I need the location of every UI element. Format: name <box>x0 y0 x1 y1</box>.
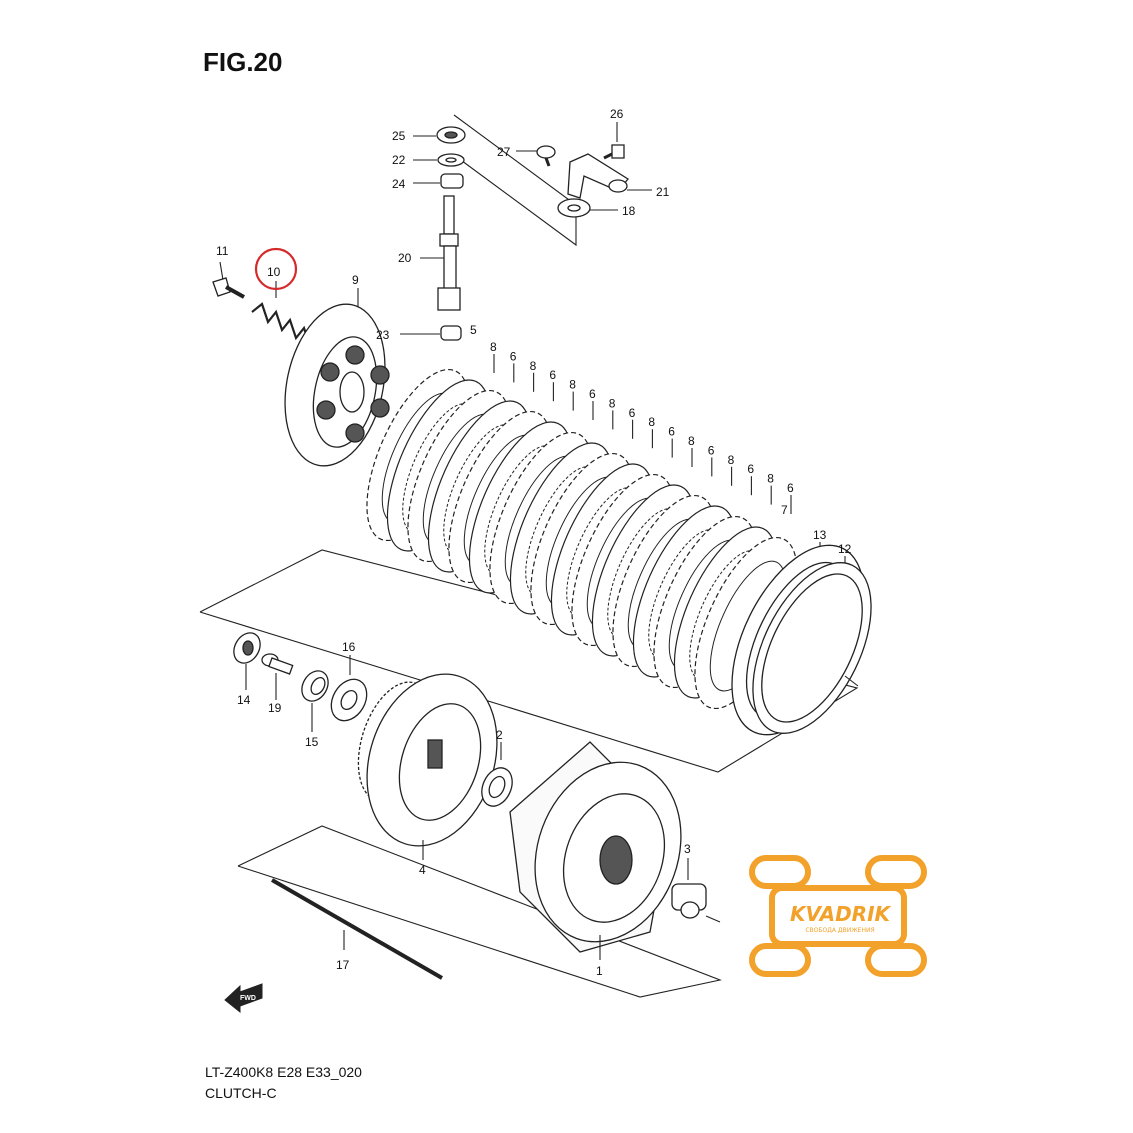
fwd-arrow-label: FWD <box>240 995 256 1002</box>
screw-27 <box>516 145 556 167</box>
push-rod-17 <box>271 878 443 980</box>
section-name: CLUTCH-C <box>205 1085 277 1101</box>
part-label: 11 <box>216 244 229 258</box>
part-label: 14 <box>237 693 251 707</box>
release-arm-21 <box>567 153 652 199</box>
plate-label: 8 <box>767 472 774 486</box>
lock-washer-16 <box>330 655 368 722</box>
part-label: 21 <box>656 185 670 199</box>
washer-18 <box>557 198 618 218</box>
spring-seat-12 <box>752 556 872 734</box>
plate-label: 8 <box>648 415 655 429</box>
part-label: 16 <box>342 640 356 654</box>
part-labels: 1 2 3 4 5 7 9 10 11 12 13 14 15 16 17 18… <box>216 107 852 978</box>
part-label: 3 <box>684 842 691 856</box>
bearing-25 <box>413 126 466 144</box>
part-label: 10 <box>267 265 281 279</box>
pressure-plate-9 <box>284 288 390 467</box>
pin-19 <box>261 653 294 700</box>
plate-label: 8 <box>530 359 537 373</box>
spring-10 <box>251 281 312 347</box>
part-label: 4 <box>419 863 426 877</box>
release-box-outline <box>453 114 577 247</box>
figure-title: FIG.20 <box>203 47 283 77</box>
plate-label: 6 <box>747 462 754 476</box>
plate-label: 6 <box>589 387 596 401</box>
thrust-washer-2 <box>481 742 513 807</box>
part-label: 23 <box>376 328 390 342</box>
plate-label: 6 <box>629 406 636 420</box>
plate-label: 6 <box>708 443 715 457</box>
kvadrik-logo <box>749 855 927 977</box>
part-label: 12 <box>838 542 852 556</box>
plate-label: 8 <box>728 453 735 467</box>
model-code: LT-Z400K8 E28 E33_020 <box>205 1064 362 1080</box>
part-label: 2 <box>496 728 503 742</box>
plate-label: 8 <box>609 396 616 410</box>
part-label: 20 <box>398 251 412 265</box>
lower-box-outline <box>199 549 859 773</box>
fwd-arrow-icon: FWD <box>224 983 263 1014</box>
part-label: 1 <box>596 964 603 978</box>
part-label: 7 <box>781 503 788 517</box>
bearing-14 <box>233 632 261 690</box>
plate-label: 6 <box>549 368 556 382</box>
watermark-tagline: СВОБОДА ДВИЖЕНИЯ <box>805 927 875 934</box>
part-label: 19 <box>268 701 282 715</box>
plate-label: 8 <box>688 434 695 448</box>
bottom-box-outline <box>237 825 722 998</box>
part-label: 5 <box>470 323 477 337</box>
part-label: 13 <box>813 528 827 542</box>
part-label: 27 <box>497 145 511 159</box>
bolt-11 <box>212 261 245 299</box>
plate-label: 6 <box>510 349 517 363</box>
plate-label: 8 <box>569 378 576 392</box>
plate-label: 6 <box>787 481 794 495</box>
washer-22 <box>413 153 465 167</box>
part-label: 26 <box>610 107 624 121</box>
clutch-housing-1 <box>509 741 682 960</box>
spacer-3 <box>671 858 721 923</box>
part-label: 24 <box>392 177 406 191</box>
needle-bearing-23 <box>400 325 462 341</box>
part-label: 17 <box>336 958 350 972</box>
sleeve-hub-4 <box>357 673 498 860</box>
part-label: 25 <box>392 129 406 143</box>
bolt-26 <box>603 122 625 160</box>
part-label: 9 <box>352 273 359 287</box>
push-rod-20 <box>420 195 461 311</box>
part-label: 22 <box>392 153 406 167</box>
watermark-brand: KVADRIK <box>789 902 891 926</box>
clutch-plate-stack <box>366 368 798 710</box>
nut-15 <box>301 670 329 732</box>
part-label: 18 <box>622 204 636 218</box>
highlight-circle <box>254 247 298 291</box>
plate-label: 6 <box>668 425 675 439</box>
plate-label: 8 <box>490 340 497 354</box>
part-label: 15 <box>305 735 319 749</box>
needle-bearing-24 <box>413 173 464 189</box>
